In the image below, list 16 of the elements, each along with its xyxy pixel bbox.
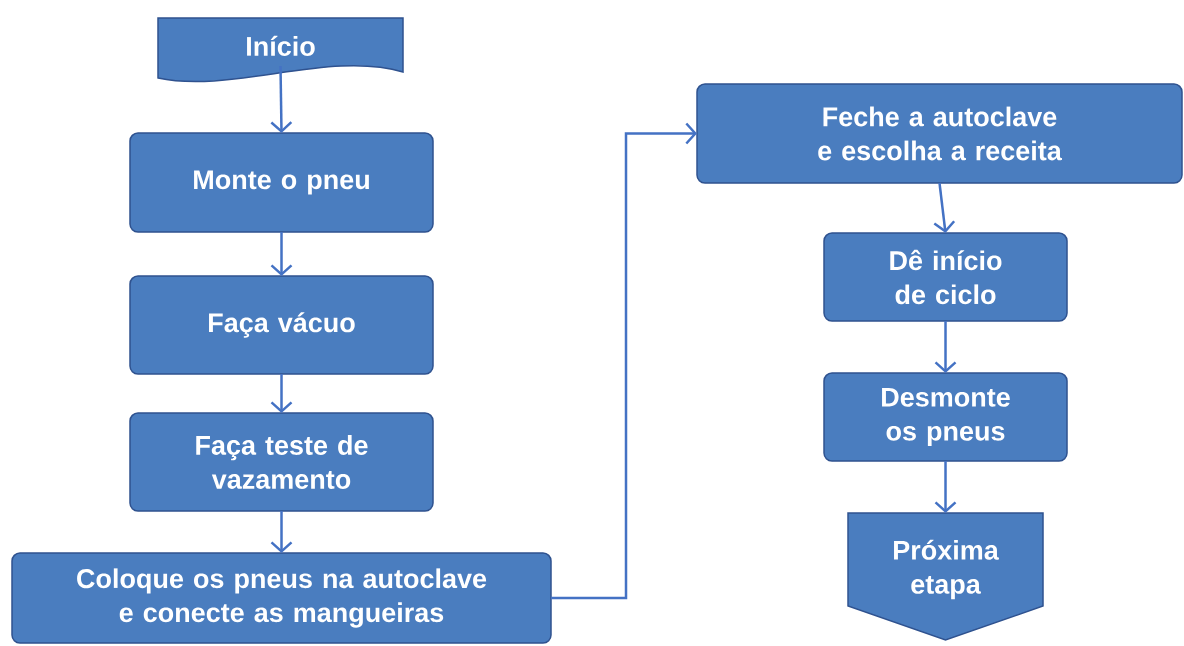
- arrow: [934, 321, 957, 373]
- arrow: [270, 374, 293, 413]
- offpage-connector: Próxima etapa: [847, 512, 1044, 641]
- arrow: [270, 232, 293, 276]
- arrow: [551, 122, 697, 600]
- arrow: [933, 182, 956, 233]
- process-box: Monte o pneu: [129, 132, 434, 233]
- arrow: [270, 65, 293, 133]
- process-box: Feche a autoclave e escolha a receita: [696, 83, 1183, 184]
- arrow: [270, 511, 293, 553]
- process-box: Faça vácuo: [129, 275, 434, 375]
- process-box: Faça teste de vazamento: [129, 412, 434, 512]
- process-box: Desmonte os pneus: [823, 372, 1068, 462]
- process-box: Coloque os pneus na autoclave e conecte as mangueiras: [11, 552, 552, 644]
- arrow: [934, 461, 957, 513]
- process-box: Dê início de ciclo: [823, 232, 1068, 322]
